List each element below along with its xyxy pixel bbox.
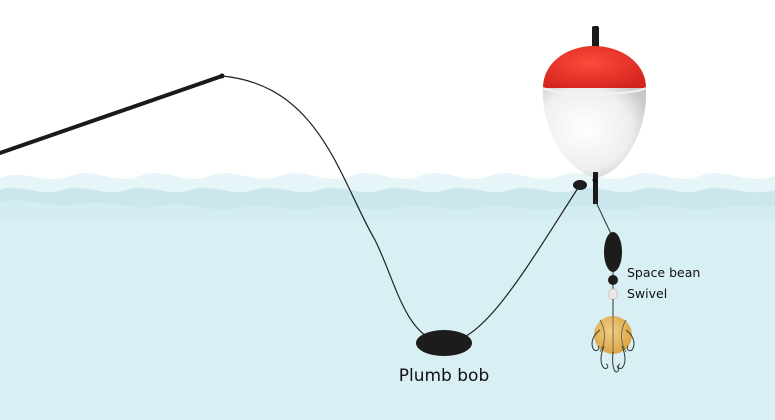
swivel-label: Swivel (627, 286, 667, 301)
leader-line (594, 199, 614, 239)
line-bead (573, 180, 587, 190)
fishing-line (221, 75, 579, 344)
fishing-rod (0, 73, 225, 155)
swivel-icon (608, 288, 618, 312)
fishing-float-icon (542, 26, 647, 204)
water-body (0, 185, 775, 420)
space-bean-label: Space bean (627, 265, 700, 280)
space-bean-icon (604, 232, 622, 285)
plumb-bob-weight (416, 330, 472, 356)
plumb-bob-label: Plumb bob (399, 366, 490, 386)
bait-ball-hooks-icon (591, 316, 635, 373)
water-surface-waves (0, 173, 775, 222)
